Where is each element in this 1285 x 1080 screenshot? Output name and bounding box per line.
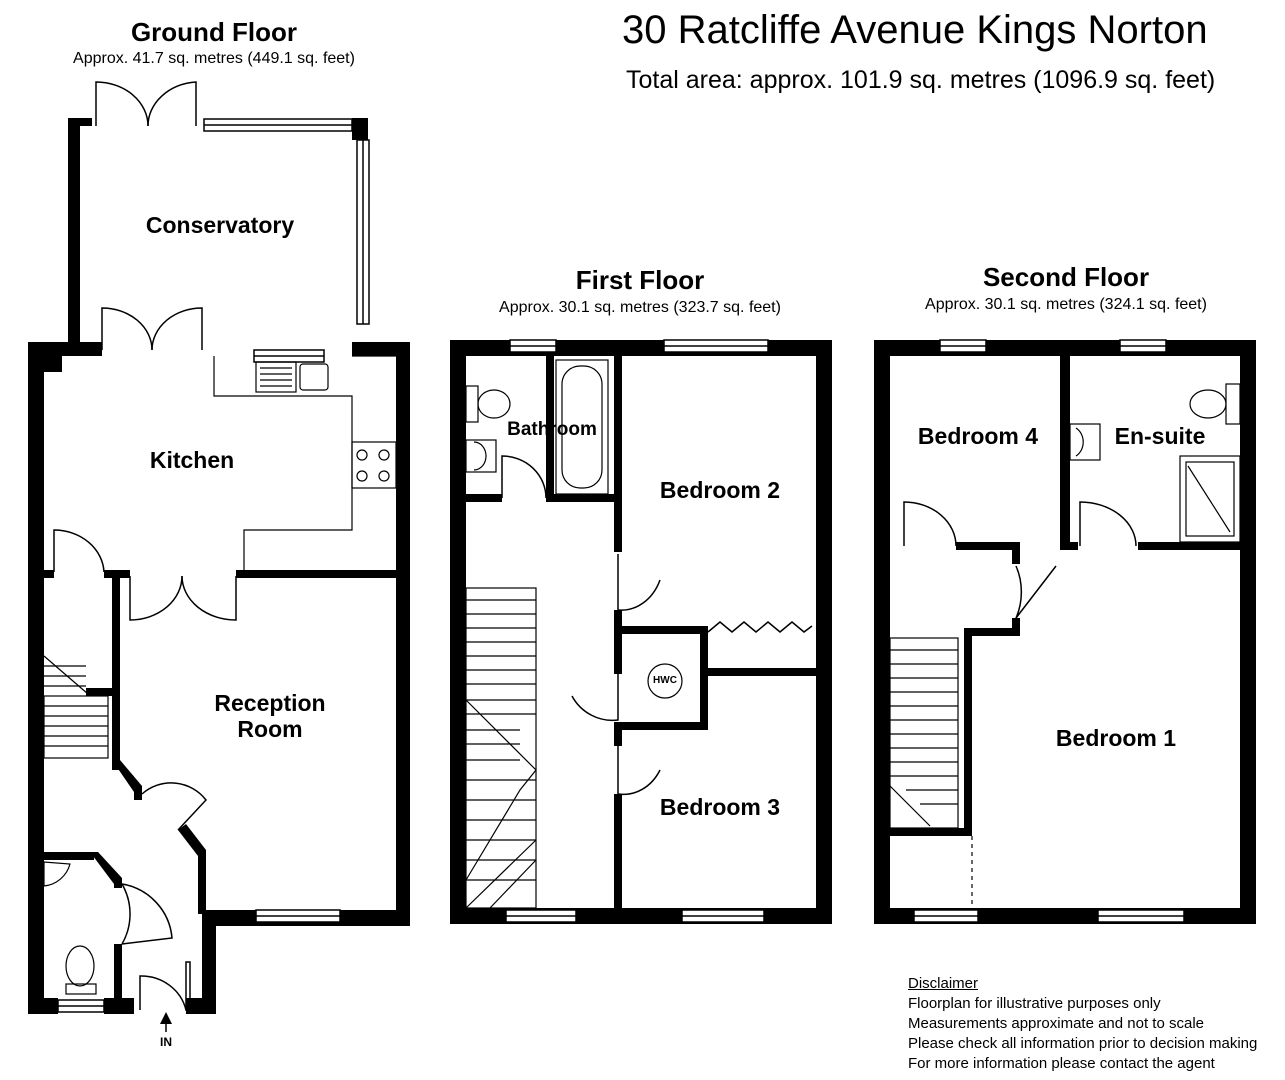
room-label-en-suite: En-suite [1114,423,1206,449]
room-label-bedroom-3: Bedroom 3 [659,794,781,820]
page-title: 30 Ratcliffe Avenue Kings Norton [622,8,1208,52]
second-floor-title: Second Floor [982,262,1150,292]
ground-wall-bottom-left [28,998,58,1014]
disclaimer-line: Floorplan for illustrative purposes only [908,995,1161,1012]
ground-wall-bottom-step [202,910,216,1014]
conservatory-wall-left [68,118,80,344]
bedroom4-wall-bottom [956,542,1016,550]
kitchen-reception-wall [236,570,410,578]
entrance-label: IN [160,1035,172,1049]
room-label-bedroom-1: Bedroom 1 [1055,725,1177,751]
bedroom3-wall-left [614,794,622,924]
second-floor-area: Approx. 30.1 sq. metres (324.1 sq. feet) [925,296,1207,313]
hwc-wall-right [700,626,708,730]
bed4-ensuite-wall [1060,356,1070,550]
bedroom3-wall-top [700,668,832,676]
first-wall-left [450,340,466,924]
ground-wall-left [28,342,44,1014]
ground-wall-corner [28,342,62,372]
ensuite-wall-bottom [1138,542,1240,550]
bedroom2-wall-left [614,356,622,552]
second-wall-right [1240,340,1256,924]
doors [53,81,1137,1011]
first-floor-title: First Floor [575,265,705,295]
room-label-hwc: HWC [653,675,677,686]
hwc-wall-bottom [614,722,708,730]
ground-wall-top-right [352,342,410,356]
hwc-wall-top [614,626,708,634]
room-label-bedroom-4: Bedroom 4 [917,423,1039,449]
stair-wall-top [966,628,1020,636]
room-label-reception-1: Reception [214,690,326,716]
room-label-conservatory: Conservatory [145,212,295,238]
first-floor-area: Approx. 30.1 sq. metres (323.7 sq. feet) [499,299,781,316]
bathroom-wall-bottom [466,494,502,502]
stair-wall-right [964,628,972,834]
room-label-kitchen: Kitchen [149,447,235,473]
first-wall-right [816,340,832,924]
first-wall-top [450,340,832,356]
ground-floor-title: Ground Floor [130,17,298,47]
room-label-reception-2: Room [237,716,303,742]
disclaimer-line: For more information please contact the … [908,1055,1215,1072]
room-label-bathroom: Bathroom [507,419,597,440]
bathroom-wall-right [546,356,554,502]
entrance-arrow [160,1012,172,1024]
second-wall-left [874,340,890,924]
disclaimer-heading: Disclaimer [908,975,979,992]
room-label-bedroom-2: Bedroom 2 [659,477,781,503]
hall-wall [112,570,120,770]
windows [57,118,1185,1013]
fixtures [43,355,1241,995]
second-wall-top [874,340,1256,356]
disclaimer-line: Please check all information prior to de… [908,1035,1258,1052]
ground-wall-right [396,342,410,926]
walls [28,118,1256,1014]
ground-floor-area: Approx. 41.7 sq. metres (449.1 sq. feet) [73,50,355,67]
total-area-text: Total area: approx. 101.9 sq. metres (10… [626,66,1216,94]
stair-wall-bottom [890,828,972,836]
disclaimer-line: Measurements approximate and not to scal… [908,1015,1204,1032]
conservatory-wall-top-right [352,118,368,140]
